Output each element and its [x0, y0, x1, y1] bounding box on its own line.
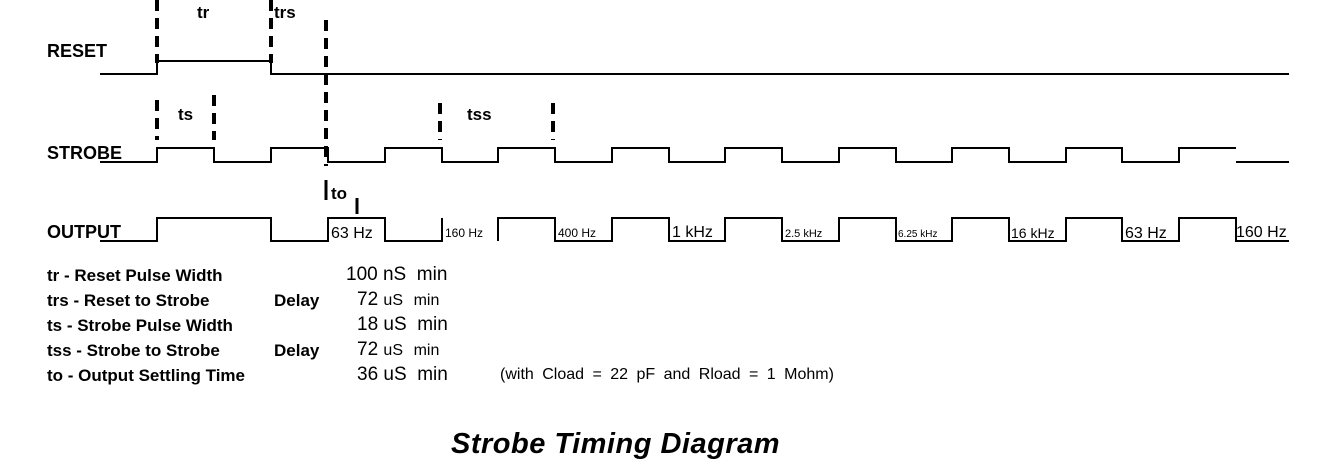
- reset-waveform: [100, 60, 1289, 75]
- freq-label: 160 Hz: [1236, 224, 1287, 241]
- spec-value: 72 uS min: [357, 289, 440, 310]
- diagram-title: Strobe Timing Diagram: [451, 428, 781, 460]
- tr-label: tr: [197, 3, 210, 22]
- freq-label: 6.25 kHz: [898, 229, 937, 240]
- spec-delay: Delay: [274, 341, 320, 360]
- load-conditions-note: (with Cload = 22 pF and Rload = 1 Mohm): [500, 366, 834, 383]
- output-label: OUTPUT: [47, 222, 121, 242]
- freq-label: 63 Hz: [331, 225, 373, 242]
- reset-label: RESET: [47, 41, 107, 61]
- spec-value: 72 uS min: [357, 339, 440, 360]
- freq-label: 1 kHz: [672, 224, 713, 241]
- strobe-waveform: [100, 147, 1236, 163]
- to-label: to: [331, 184, 347, 203]
- spec-delay: Delay: [274, 291, 320, 310]
- spec-value: 36 uS min: [357, 364, 448, 385]
- freq-label: 63 Hz: [1125, 225, 1167, 242]
- freq-label: 160 Hz: [445, 226, 483, 240]
- output-waveform: [100, 217, 1289, 242]
- timing-markers: [155, 0, 555, 166]
- spec-value: 100 nS min: [346, 264, 448, 285]
- trs-label: trs: [274, 3, 296, 22]
- spec-name: tss - Strobe to Strobe: [47, 341, 220, 360]
- freq-label: 2.5 kHz: [785, 228, 822, 240]
- freq-label: 400 Hz: [558, 226, 596, 240]
- spec-name: to - Output Settling Time: [47, 366, 245, 385]
- spec-name: ts - Strobe Pulse Width: [47, 316, 233, 335]
- freq-label: 16 kHz: [1011, 225, 1055, 241]
- strobe-label: STROBE: [47, 143, 122, 163]
- ts-label: ts: [178, 105, 193, 124]
- tss-label: tss: [467, 105, 492, 124]
- output-frequency-labels: 63 Hz 160 Hz 400 Hz 1 kHz 2.5 kHz 6.25 k…: [331, 224, 1287, 242]
- spec-name: trs - Reset to Strobe: [47, 291, 210, 310]
- spec-name: tr - Reset Pulse Width: [47, 266, 223, 285]
- spec-value: 18 uS min: [357, 314, 448, 335]
